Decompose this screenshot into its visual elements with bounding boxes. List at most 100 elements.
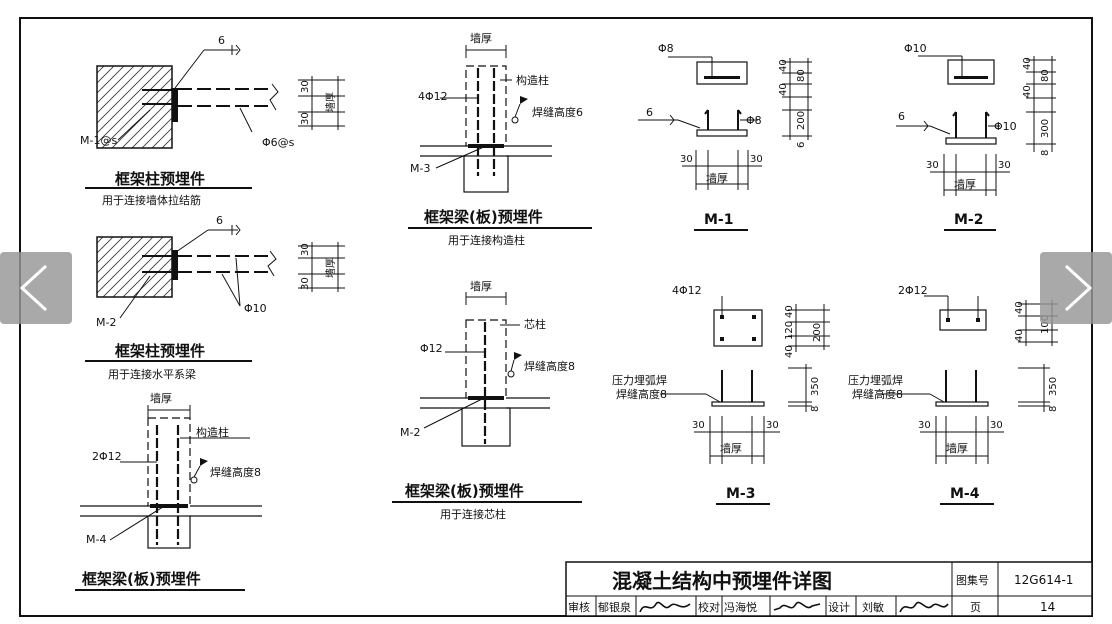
- m4-d40a: 40: [1014, 301, 1025, 314]
- d1-dim-wall: 墙厚: [324, 92, 337, 112]
- d2-bar-label: Φ10: [244, 302, 267, 315]
- titleblock-check-name: 冯海悦: [724, 600, 757, 614]
- m2-d30a: 30: [926, 160, 939, 171]
- m1-wall: 墙厚: [706, 171, 728, 185]
- m1-bar: Φ8: [658, 42, 674, 55]
- m1-d30a: 30: [680, 154, 693, 165]
- d2-dim-bot: 30: [300, 277, 311, 290]
- detail-beam-structural-column-m3: 墙厚 构造柱 4Φ12 焊缝高度6 M-3 框架梁(板)预埋件 用于连接构造柱: [408, 31, 592, 247]
- m2-wall: 墙厚: [954, 177, 976, 191]
- d3-plate: M-4: [86, 533, 106, 546]
- d1-dim-top: 30: [300, 80, 311, 93]
- d1-weld: 6: [218, 34, 225, 47]
- d1-plate-label: M-1@s: [80, 134, 117, 147]
- plate-m3: 4Φ12 压力埋弧焊 焊缝高度8 40 120 200 40 350 8 30 …: [612, 284, 830, 505]
- d2-dim-wall: 墙厚: [324, 258, 337, 278]
- m3-d40a: 40: [784, 305, 795, 318]
- m3-note2: 焊缝高度8: [616, 387, 667, 401]
- d1-dim-bot: 30: [300, 112, 311, 125]
- m2-d40a: 40: [1022, 57, 1033, 70]
- d4-wall: 墙厚: [470, 31, 492, 45]
- d4-title: 框架梁(板)预埋件: [424, 208, 543, 226]
- plate-m1: Φ8 6 Φ8 40 80 40 200 6 30 30 墙厚 M-1: [638, 42, 812, 231]
- d2-plate-label: M-2: [96, 316, 116, 329]
- m1-d30b: 30: [750, 154, 763, 165]
- d5-plate: M-2: [400, 426, 420, 439]
- m3-label: M-3: [726, 486, 755, 502]
- next-image-button[interactable]: [1040, 252, 1112, 324]
- titleblock-page-label: 页: [970, 601, 981, 614]
- d5-title: 框架梁(板)预埋件: [405, 482, 524, 500]
- d5-bar: Φ12: [420, 342, 443, 355]
- d2-title: 框架柱预埋件: [115, 342, 205, 360]
- reviewer-signature: [639, 601, 691, 613]
- titleblock-design-label: 设计: [828, 601, 850, 614]
- titleblock-page-value: 14: [1040, 600, 1055, 614]
- m4-note2: 焊缝高度8: [852, 387, 903, 401]
- m4-d8: 8: [1048, 406, 1059, 412]
- m2-weld: 6: [898, 110, 905, 123]
- m4-d100: 100: [1040, 315, 1051, 334]
- m3-d30a: 30: [692, 420, 705, 431]
- d5-weld: 焊缝高度8: [524, 359, 575, 373]
- m2-d40b: 40: [1022, 85, 1033, 98]
- d5-wall: 墙厚: [470, 279, 492, 293]
- d5-column: 芯柱: [524, 317, 546, 331]
- m4-wall: 墙厚: [946, 441, 968, 455]
- m4-label: M-4: [950, 486, 980, 502]
- m2-d300: 300: [1040, 119, 1051, 138]
- m3-d40b: 40: [784, 345, 795, 358]
- m2-bar2: Φ10: [994, 120, 1017, 133]
- m3-d120: 120: [784, 321, 795, 340]
- titleblock-check-label: 校对: [698, 600, 720, 614]
- m1-weld: 6: [646, 106, 653, 119]
- m1-label: M-1: [704, 212, 733, 228]
- m2-d30b: 30: [998, 160, 1011, 171]
- d2-weld: 6: [216, 214, 223, 227]
- m1-d40a: 40: [778, 59, 789, 72]
- prev-image-button[interactable]: [0, 252, 72, 324]
- d5-subtitle: 用于连接芯柱: [440, 507, 506, 521]
- plate-m4: 2Φ12 压力埋弧焊 焊缝高度8 40 100 40 350 8 30 30 墙…: [848, 284, 1059, 505]
- titleblock-atlas-label: 图集号: [956, 573, 989, 587]
- d1-bar-label: Φ6@s: [262, 136, 295, 149]
- d3-wall: 墙厚: [150, 391, 172, 405]
- titleblock-review-name: 郁银泉: [598, 600, 631, 614]
- m3-d350: 350: [810, 377, 821, 396]
- m3-d8: 8: [810, 406, 821, 412]
- m3-wall: 墙厚: [720, 441, 742, 455]
- d1-subtitle: 用于连接墙体拉结筋: [102, 193, 201, 207]
- m4-d350: 350: [1048, 377, 1059, 396]
- d3-column: 构造柱: [196, 425, 229, 439]
- m1-d40b: 40: [778, 83, 789, 96]
- m3-d30b: 30: [766, 420, 779, 431]
- plate-m2: Φ10 6 Φ10 40 80 40 300 8 30 30 墙厚 M-2: [896, 42, 1056, 231]
- d4-column: 构造柱: [516, 73, 549, 87]
- detail-beam-core-column-m2: 墙厚 芯柱 Φ12 焊缝高度8 M-2 框架梁(板)预埋件 用于连接芯柱: [392, 279, 582, 521]
- d3-bars: 2Φ12: [92, 450, 122, 463]
- titleblock-title: 混凝土结构中预埋件详图: [612, 569, 832, 593]
- checker-signature: [773, 601, 821, 611]
- m1-d6: 6: [796, 142, 807, 148]
- m2-label: M-2: [954, 212, 983, 228]
- chevron-right-icon: [1064, 264, 1093, 312]
- d4-plate: M-3: [410, 162, 430, 175]
- d3-title: 框架梁(板)预埋件: [82, 570, 201, 588]
- title-block: 混凝土结构中预埋件详图 图集号 12G614-1 审核 郁银泉 校对 冯海悦 设…: [565, 561, 1093, 617]
- m4-bars: 2Φ12: [898, 284, 928, 297]
- d4-bars: 4Φ12: [418, 90, 448, 103]
- detail-beam-structural-column-m4: 墙厚 构造柱 2Φ12 焊缝高度8 M-4 框架梁(板)预埋件: [75, 391, 262, 591]
- d2-subtitle: 用于连接水平系梁: [108, 367, 196, 381]
- d4-subtitle: 用于连接构造柱: [448, 233, 525, 247]
- m4-d30b: 30: [990, 420, 1003, 431]
- d2-dim-top: 30: [300, 243, 311, 256]
- m1-d200: 200: [796, 111, 807, 130]
- m1-d80: 80: [796, 69, 807, 82]
- detail-column-tie-beam: 6 M-2 Φ10 30 墙厚 30 框架柱预埋件 用于连接水平系梁: [85, 214, 345, 381]
- m3-note1: 压力埋弧焊: [612, 373, 667, 387]
- d3-weld: 焊缝高度8: [210, 465, 261, 479]
- m2-d80: 80: [1040, 69, 1051, 82]
- chevron-left-icon: [19, 264, 48, 312]
